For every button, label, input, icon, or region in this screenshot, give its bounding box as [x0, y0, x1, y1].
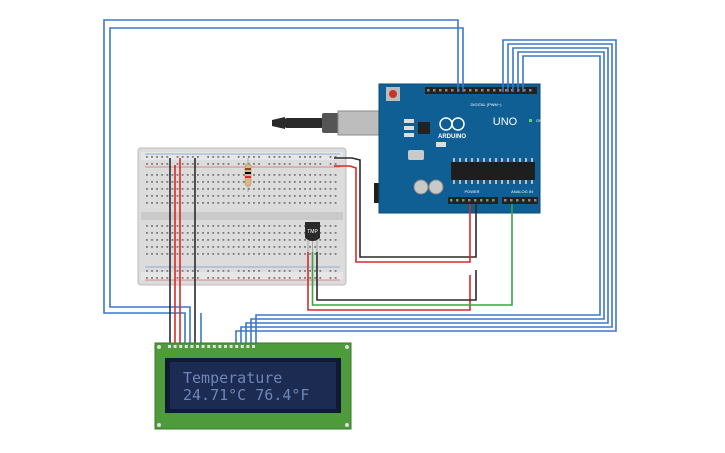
usb-cable[interactable]: [272, 110, 383, 136]
arduino-uno-board[interactable]: DIGITAL (PWM~) ARDUINO UNO ON POWER ANAL…: [272, 83, 542, 214]
model-label: UNO: [493, 116, 518, 128]
power-header: [448, 197, 498, 204]
lcd-line-1: Temperature: [183, 369, 282, 387]
wires: [103, 19, 617, 343]
analog-header-label: ANALOG IN: [511, 189, 533, 194]
sensor-label: TMP: [307, 229, 318, 235]
breadboard-holes: [146, 156, 337, 279]
lcd-module[interactable]: Temperature 24.71°C 76.4°F: [154, 342, 352, 430]
on-led-label: ON: [536, 118, 542, 123]
resistor[interactable]: [244, 158, 252, 192]
analog-header: [502, 197, 538, 204]
power-header-label: POWER: [464, 189, 479, 194]
lcd-line-2: 24.71°C 76.4°F: [183, 386, 309, 404]
microcontroller-chip: [451, 162, 535, 180]
temperature-sensor[interactable]: TMP: [305, 222, 320, 252]
breadboard[interactable]: [137, 147, 347, 286]
brand-label: ARDUINO: [438, 134, 466, 140]
digital-header-label: DIGITAL (PWM~): [471, 102, 503, 107]
lcd-screen: [170, 362, 336, 409]
